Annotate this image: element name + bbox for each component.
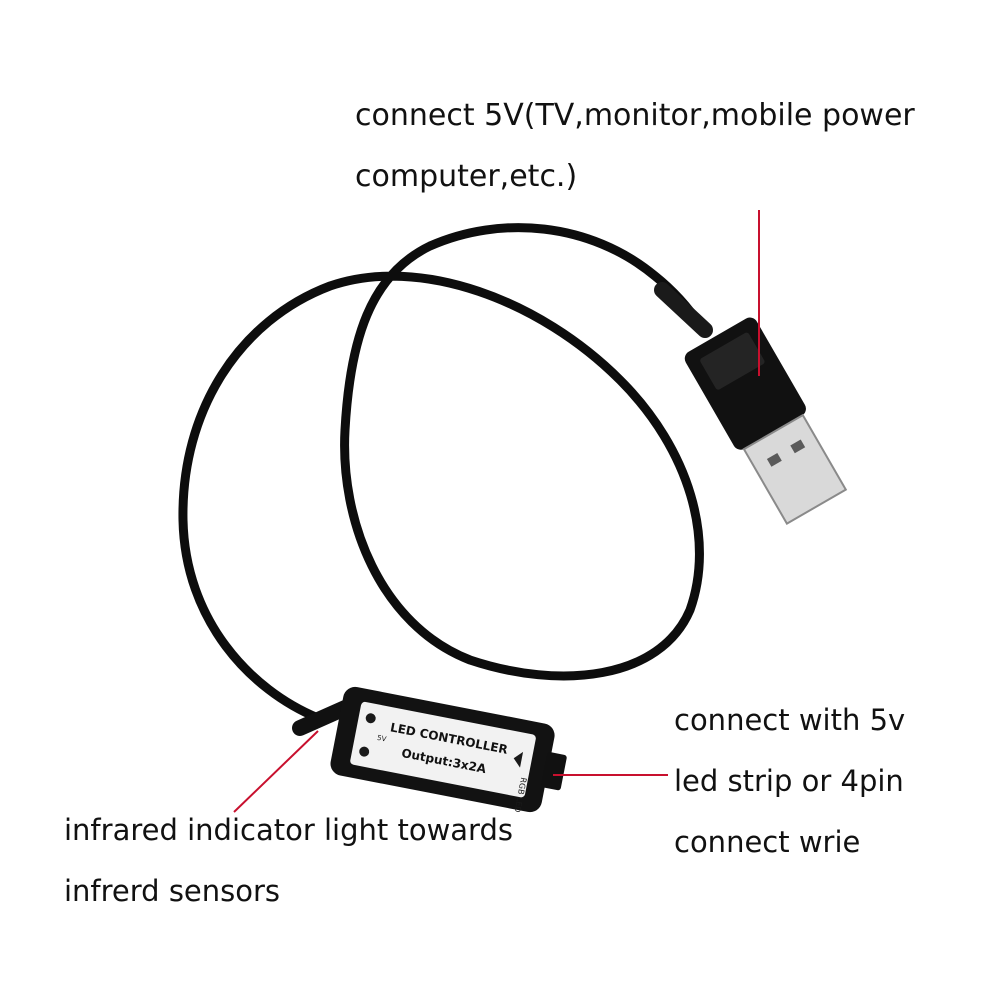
callout-ir-line-2: infrerd sensors — [64, 874, 281, 908]
callout-usb-line-1: connect 5V(TV,monitor,mobile power — [355, 98, 915, 133]
callout-strip-line-2: led strip or 4pin — [674, 764, 904, 798]
cable — [178, 223, 705, 723]
led-controller: 5V LED CONTROLLER Output:3x2A RGB LED — [330, 686, 567, 813]
callout-usb-line-2: computer,etc.) — [355, 159, 578, 194]
controller-arrow-icon — [513, 751, 524, 768]
usb-metal-connector — [742, 413, 848, 525]
controller-plus-icon — [365, 713, 376, 724]
pointer-line-infrared — [233, 730, 319, 813]
callout-strip-line-1: connect with 5v — [674, 703, 906, 737]
callout-strip-line-3: connect wrie — [674, 825, 861, 859]
callout-usb-power: connect 5V(TV,monitor,mobile power compu… — [355, 85, 915, 207]
usb-plug — [684, 317, 848, 525]
usb-plug-grip — [700, 332, 765, 390]
controller-output-connector — [541, 752, 567, 791]
controller-label-panel — [350, 701, 536, 798]
usb-strain-relief — [654, 282, 713, 338]
usb-contact-right — [790, 439, 806, 454]
controller-power-mark: 5V — [376, 734, 387, 744]
controller-cable-boot — [292, 700, 353, 736]
callout-ir-line-1: infrared indicator light towards — [64, 813, 513, 847]
callout-infrared: infrared indicator light towards infrerd… — [64, 800, 513, 922]
usb-contact-left — [766, 452, 782, 467]
callout-led-strip: connect with 5v led strip or 4pin connec… — [674, 690, 905, 873]
controller-minus-icon — [359, 746, 370, 757]
